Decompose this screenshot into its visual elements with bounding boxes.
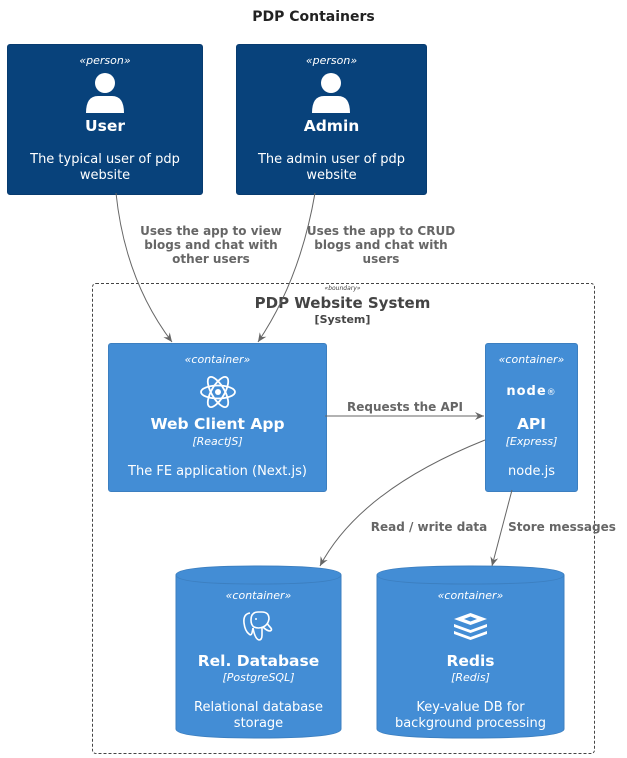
redis-name: Redis xyxy=(446,652,495,670)
admin-stereotype: «person» xyxy=(305,54,358,67)
person-icon xyxy=(312,73,350,113)
person-icon xyxy=(86,73,124,113)
person-user[interactable]: «person» User The typical user of pdp we… xyxy=(7,44,203,195)
diagram-title: PDP Containers xyxy=(252,9,375,25)
edge-admin-to-webapp xyxy=(257,192,316,343)
edge-api-to-redis xyxy=(490,489,513,567)
cylinder-shape xyxy=(376,565,565,739)
edge-api-to-db xyxy=(319,439,486,567)
user-stereotype: «person» xyxy=(79,54,131,67)
redis-stereotype: «container» xyxy=(437,589,504,602)
redis-icon xyxy=(454,613,487,640)
boundary-name: PDP Website System xyxy=(254,294,431,312)
container-web-client-app[interactable]: «container» Web Client App [ReactJS] The… xyxy=(108,343,327,492)
api-description: node.js xyxy=(508,464,555,479)
cylinder-shape xyxy=(175,565,342,739)
webapp-technology: [ReactJS] xyxy=(192,435,243,448)
webapp-name: Web Client App xyxy=(150,415,285,433)
redis-technology: [Redis] xyxy=(451,671,490,684)
db-description: Relational database storage xyxy=(194,700,323,731)
edge-user-to-webapp xyxy=(115,192,173,343)
admin-name: Admin xyxy=(303,117,360,135)
db-name: Rel. Database xyxy=(197,652,320,670)
label-webapp-to-api: Requests the API xyxy=(347,400,463,414)
label-api-to-redis: Store messages xyxy=(508,520,616,534)
nodejs-logo-text: node xyxy=(506,384,547,399)
nodejs-icon: node® xyxy=(506,384,557,399)
person-admin[interactable]: «person» Admin The admin user of pdp web… xyxy=(236,44,427,195)
api-stereotype: «container» xyxy=(498,353,565,366)
label-api-to-db: Read / write data xyxy=(370,520,488,534)
boundary-type: [System] xyxy=(314,313,371,326)
webapp-stereotype: «container» xyxy=(184,353,251,366)
react-icon xyxy=(200,376,236,408)
container-api[interactable]: «container» node® API [Express] node.js xyxy=(485,343,578,492)
user-description: The typical user of pdp website xyxy=(30,152,180,183)
user-name: User xyxy=(85,117,125,135)
label-admin-to-webapp: Uses the app to CRUD blogs and chat with… xyxy=(306,224,456,266)
admin-description: The admin user of pdp website xyxy=(257,152,406,183)
api-technology: [Express] xyxy=(505,435,558,448)
label-user-to-webapp: Uses the app to view blogs and chat with… xyxy=(140,224,282,266)
container-rel-database[interactable]: «container» Rel. Database [PostgreSQL] R… xyxy=(175,565,342,739)
system-boundary xyxy=(92,283,595,754)
redis-description: Key-value DB for background processing xyxy=(394,700,547,731)
postgresql-icon xyxy=(243,611,273,641)
boundary-stereotype: «boundary» xyxy=(324,285,361,292)
db-technology: [PostgreSQL] xyxy=(222,671,295,684)
webapp-description: The FE application (Next.js) xyxy=(128,464,307,479)
db-stereotype: «container» xyxy=(225,589,292,602)
container-redis[interactable]: «container» Redis [Redis] Key-value DB f… xyxy=(376,565,565,739)
api-name: API xyxy=(516,415,547,433)
